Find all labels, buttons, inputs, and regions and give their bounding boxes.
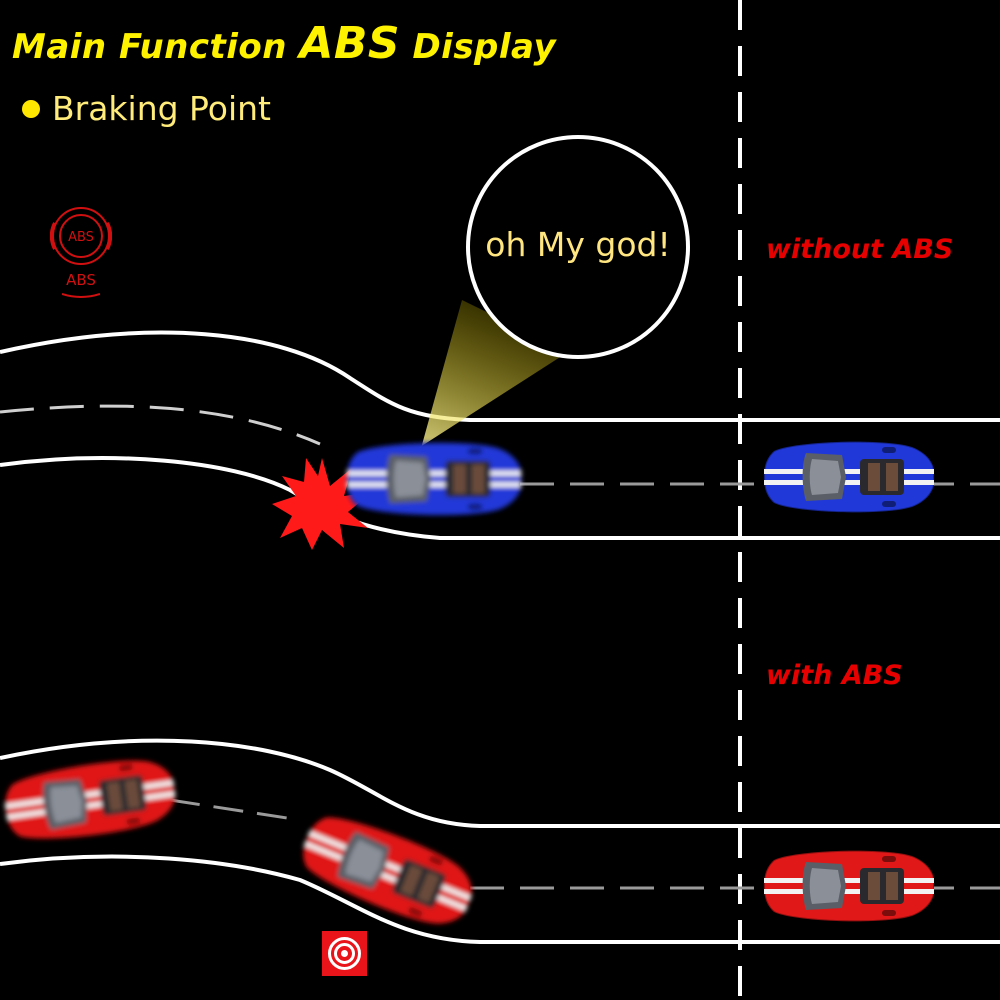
abs-ring-text: ABS xyxy=(68,230,94,245)
sports-car-blue-stopped xyxy=(764,440,934,514)
title-part-3: Display xyxy=(400,27,557,67)
legend-braking-point: Braking Point xyxy=(22,92,271,125)
target-icon xyxy=(322,931,367,976)
speech-bubble-text: oh My god! xyxy=(485,225,671,264)
page-title: Main Function ABS Display xyxy=(12,22,556,66)
abs-warning-icon: ABS ABS xyxy=(49,205,113,305)
legend-dot-icon xyxy=(22,99,40,118)
label-with-abs: with ABS xyxy=(766,660,903,691)
road-with-abs xyxy=(0,738,1000,944)
sports-car-blue-crash xyxy=(346,441,522,517)
title-part-1: Main Function xyxy=(12,27,300,67)
legend-label: Braking Point xyxy=(52,89,271,128)
sports-car-red-1 xyxy=(0,752,181,848)
abs-badge-label: ABS xyxy=(66,271,96,289)
label-without-abs: without ABS xyxy=(766,234,954,265)
title-abs: ABS xyxy=(299,18,401,69)
sports-car-red-stopped xyxy=(764,849,934,923)
speech-bubble-shape xyxy=(403,135,690,458)
